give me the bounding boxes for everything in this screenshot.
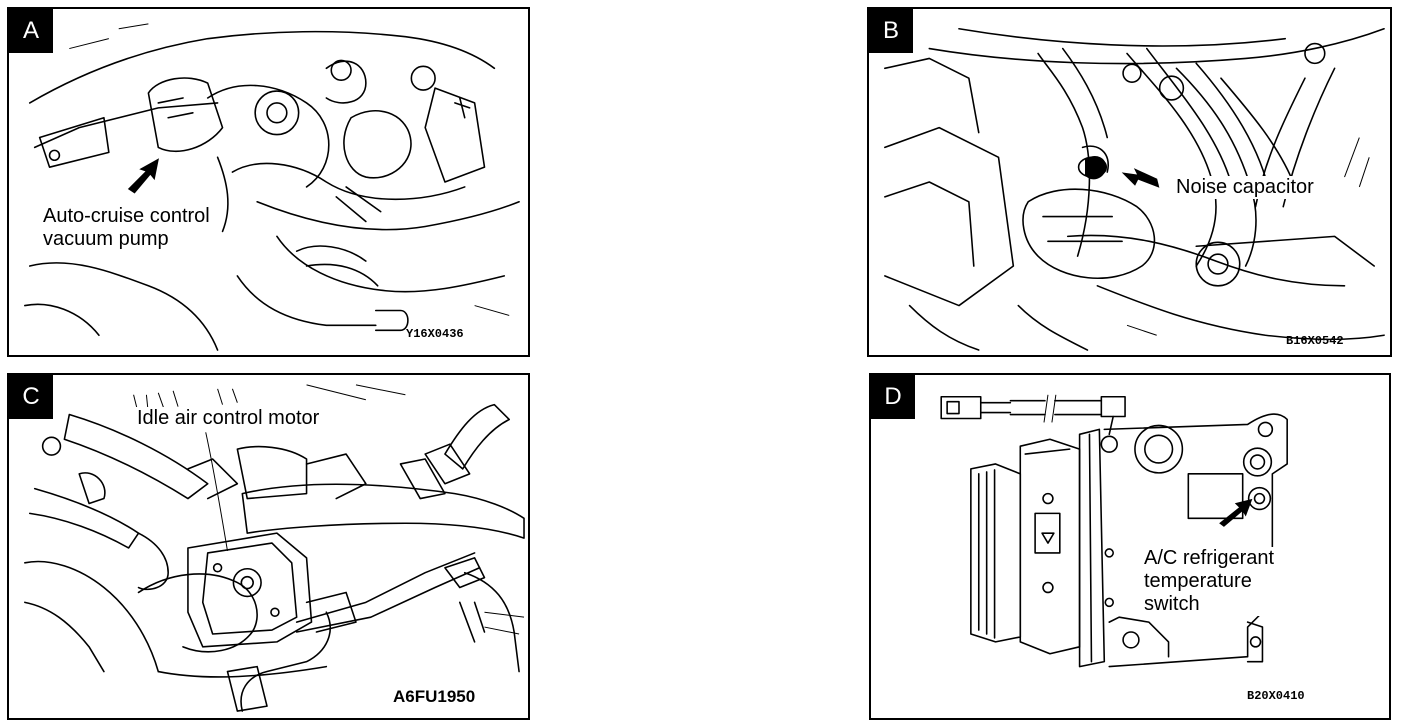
panel-a: A Auto-cruise control vacuum pump Y16X <box>7 7 530 357</box>
panel-c: C Idle air contro <box>7 373 530 720</box>
engine-illustration-a <box>24 23 520 351</box>
panel-d: D A/C refrig <box>869 373 1391 720</box>
panel-letter-b: B <box>869 9 913 53</box>
ac-compressor-illustration-d <box>940 394 1288 668</box>
figure-code-a: Y16X0436 <box>406 327 464 341</box>
label-noise-capacitor: Noise capacitor <box>1174 176 1316 199</box>
figure-code-d: B20X0410 <box>1247 689 1305 703</box>
panel-b: B Noise capacitor B16X0542 <box>867 7 1392 357</box>
panel-letter-a: A <box>9 9 53 53</box>
panel-letter-d: D <box>871 375 915 419</box>
figure-code-c: A6FU1950 <box>393 687 476 706</box>
engine-illustration-c <box>24 384 525 712</box>
panel-letter-c: C <box>9 375 53 419</box>
label-idle-air-control-motor: Idle air control motor <box>135 407 322 430</box>
label-ac-refrigerant-temperature-switch: A/C refrigerant temperature switch <box>1142 547 1277 616</box>
figure-code-b: B16X0542 <box>1286 334 1344 348</box>
label-auto-cruise-control-vacuum-pump: Auto-cruise control vacuum pump <box>41 205 212 251</box>
